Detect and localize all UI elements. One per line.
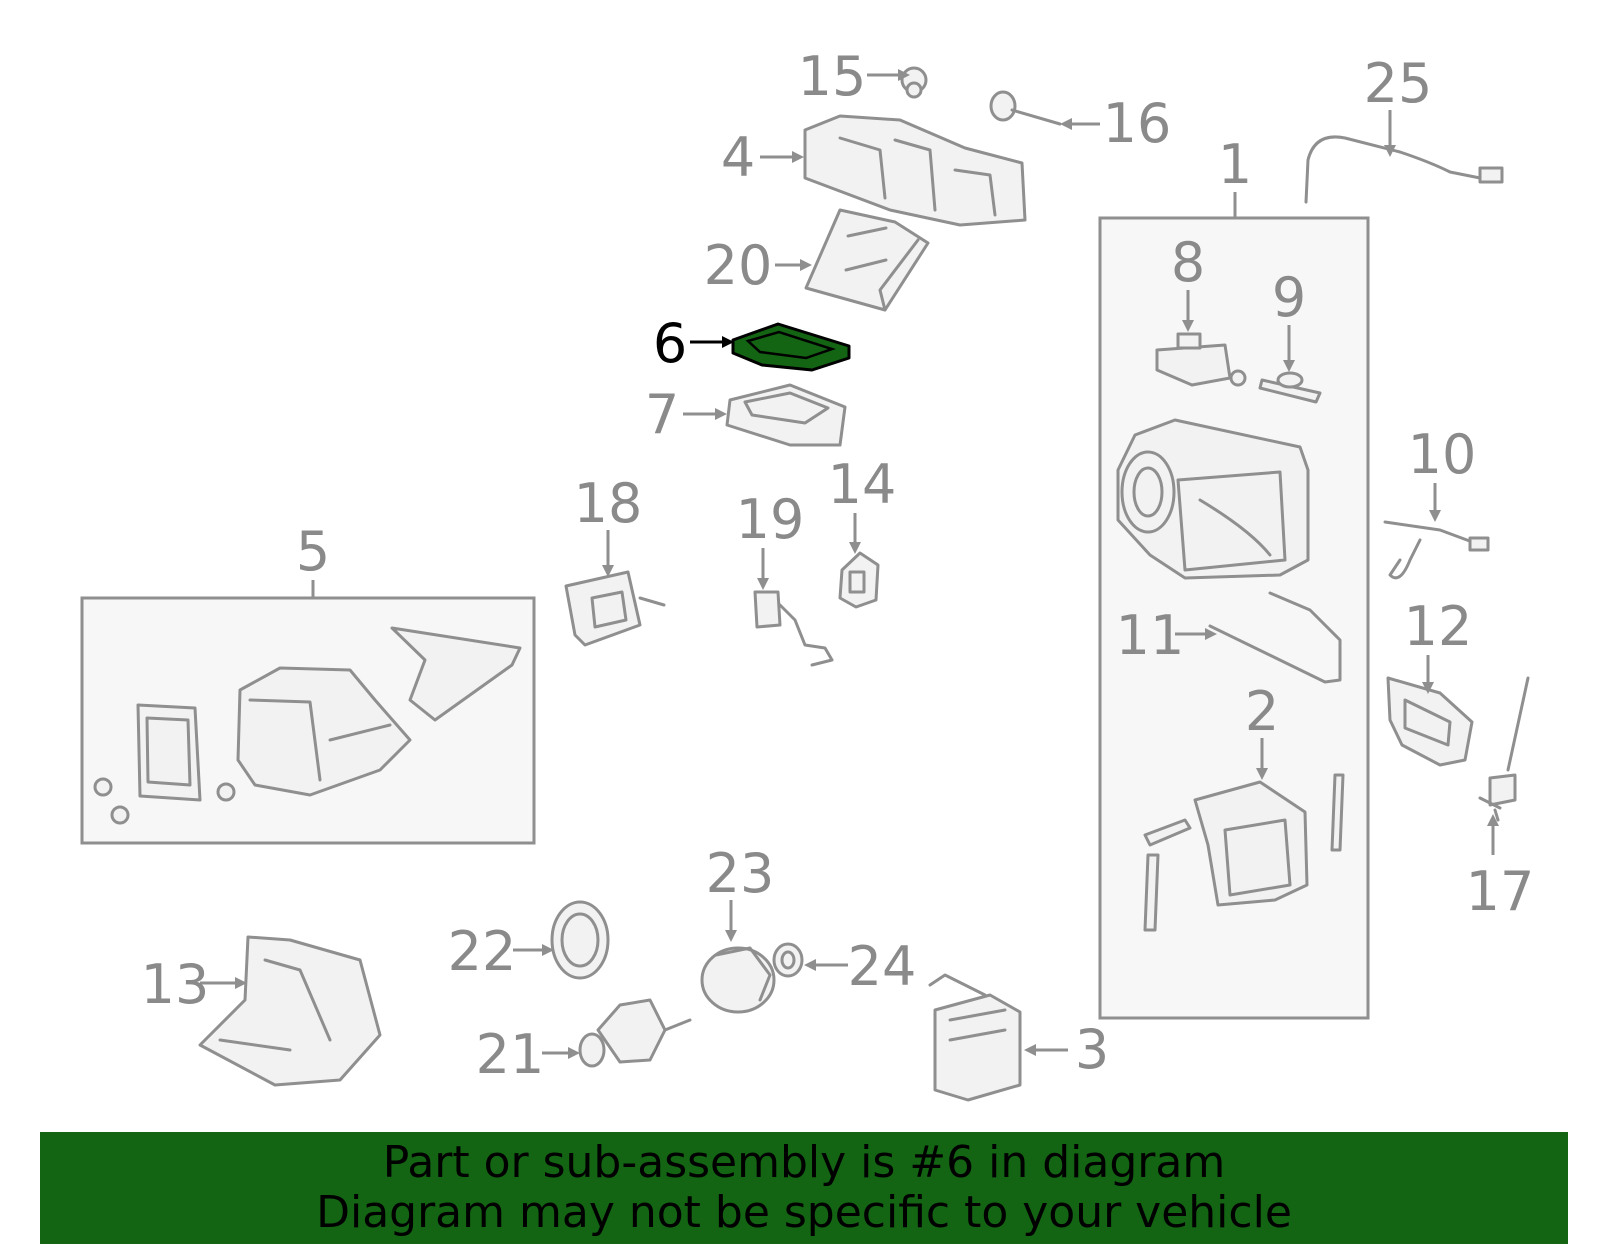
callout-12: 12	[1404, 595, 1473, 658]
callout-9: 9	[1272, 266, 1306, 329]
part-20-filter[interactable]	[804, 208, 930, 312]
part-19-bracket[interactable]	[753, 590, 834, 667]
callout-11: 11	[1116, 604, 1185, 667]
part-16-screw[interactable]	[989, 90, 1062, 126]
part-25-harness[interactable]	[1304, 135, 1504, 204]
callout-20: 20	[704, 234, 773, 297]
callout-24: 24	[848, 935, 917, 998]
part-22-ring[interactable]	[550, 900, 610, 980]
callout-3: 3	[1075, 1018, 1109, 1081]
callout-19: 19	[736, 488, 805, 551]
callout-10: 10	[1408, 423, 1477, 486]
part-10-harness[interactable]	[1383, 520, 1490, 580]
part-2-housing[interactable]	[1143, 773, 1345, 932]
part-17-sensor-rod[interactable]	[1478, 676, 1530, 822]
part-24-grommet[interactable]	[772, 942, 804, 978]
part-1-hvac-case[interactable]	[1116, 418, 1310, 580]
callout-5: 5	[296, 520, 330, 583]
part-9-sensor[interactable]	[1258, 371, 1322, 404]
parts-diagram: 1 2 3 4 5 6 7 8 9 10 11 12 13 14 15 16 1…	[80, 45, 1535, 1102]
callout-17: 17	[1466, 860, 1535, 923]
callout-6-highlighted[interactable]: 6	[653, 312, 687, 375]
callout-4: 4	[721, 126, 755, 189]
callout-labels: 1 2 3 4 5 6 7 8 9 10 11 12 13 14 15 16 1…	[141, 45, 1535, 1086]
callout-18: 18	[574, 472, 643, 535]
part-8-actuator[interactable]	[1155, 332, 1247, 387]
info-banner: Part or sub-assembly is #6 in diagram Di…	[40, 1132, 1568, 1244]
callout-25: 25	[1364, 52, 1433, 115]
callout-2: 2	[1245, 680, 1279, 743]
callout-15: 15	[798, 45, 867, 108]
part-4-duct[interactable]	[803, 114, 1027, 227]
callout-8: 8	[1171, 231, 1205, 294]
callout-16: 16	[1103, 92, 1172, 155]
part-5-blend-assembly[interactable]	[93, 626, 522, 825]
banner-line-part: Part or sub-assembly is #6 in diagram	[382, 1137, 1226, 1188]
part-11-cable[interactable]	[1208, 591, 1342, 684]
part-13-duct[interactable]	[198, 935, 382, 1087]
part-6-gasket-highlighted[interactable]	[731, 322, 851, 372]
leader-lines	[200, 69, 1499, 1059]
callout-14: 14	[828, 453, 897, 516]
callout-23: 23	[706, 842, 775, 905]
callout-22: 22	[448, 920, 517, 983]
part-12-vent[interactable]	[1386, 676, 1474, 767]
callout-21: 21	[476, 1023, 545, 1086]
callout-7: 7	[645, 383, 679, 446]
part-3-heater-core[interactable]	[928, 973, 1022, 1102]
part-15-cap[interactable]	[900, 66, 928, 99]
part-23-blower-wheel[interactable]	[700, 946, 776, 1014]
callout-1: 1	[1218, 133, 1252, 196]
part-21-motor[interactable]	[578, 998, 692, 1068]
banner-line-disclaimer: Diagram may not be specific to your vehi…	[316, 1187, 1292, 1238]
part-18-module[interactable]	[564, 570, 666, 647]
part-7-seal[interactable]	[725, 383, 847, 447]
part-14-clip[interactable]	[838, 551, 880, 609]
callout-13: 13	[141, 953, 210, 1016]
